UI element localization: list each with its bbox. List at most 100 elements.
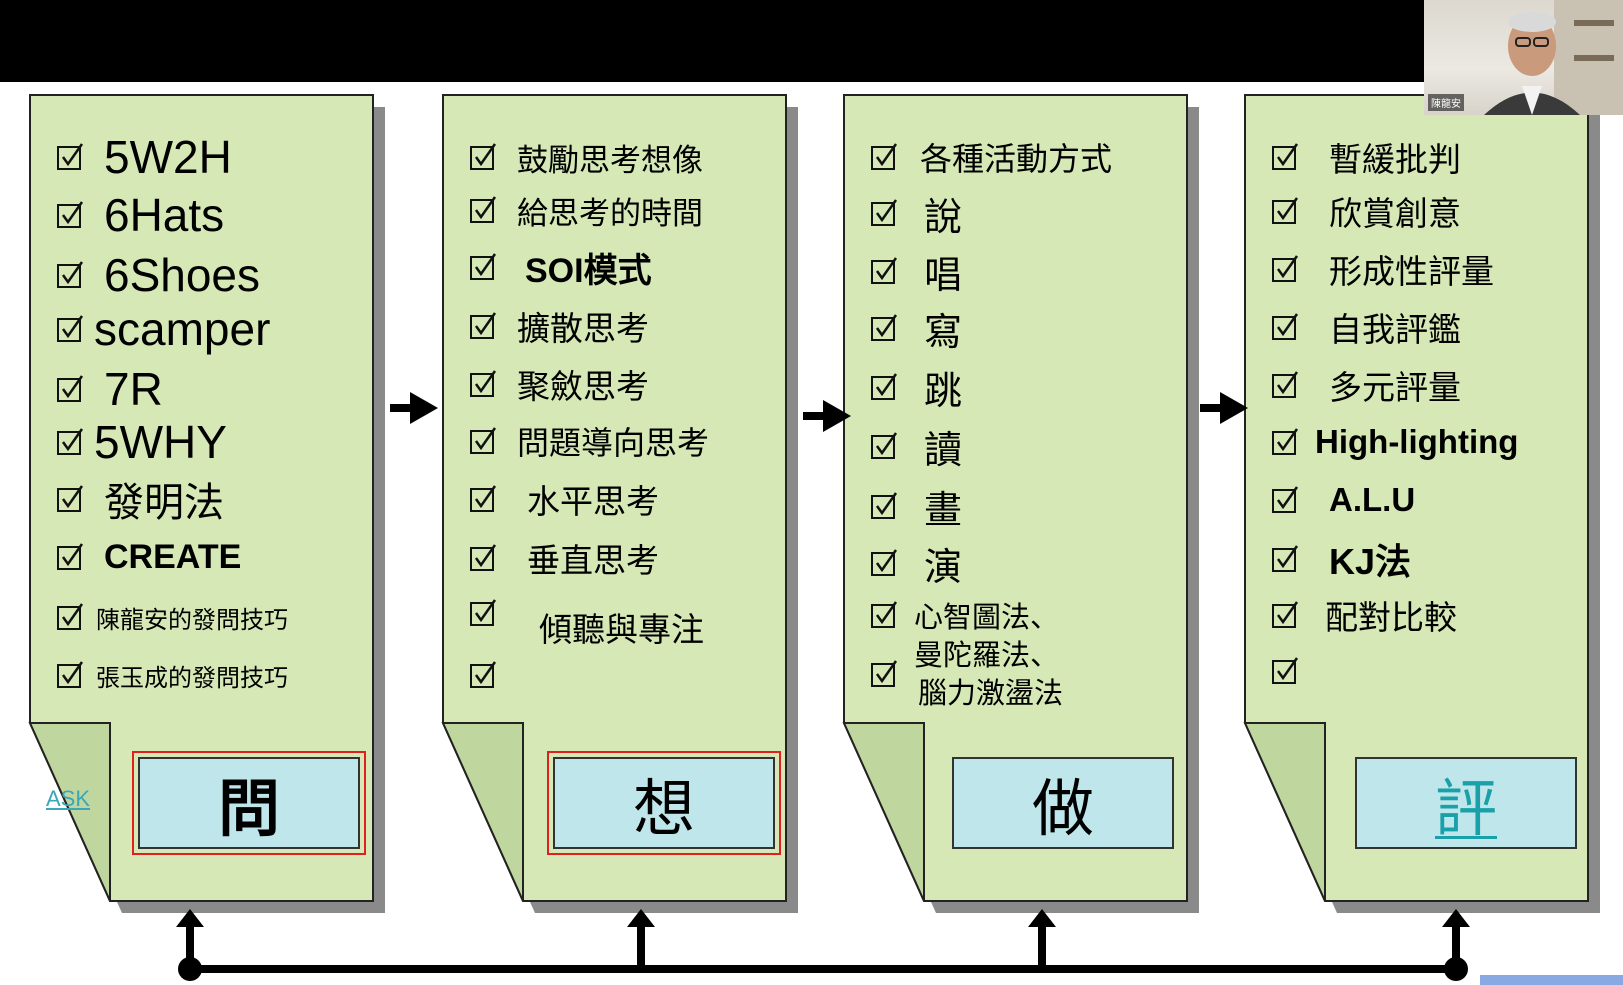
list-item: 配對比較 [1271,595,1457,637]
list-item: 曼陀羅法、 [870,633,1059,673]
checkbox-icon [56,200,86,230]
presenter-avatar [1484,0,1623,115]
big-label-box: 評 [1355,757,1577,849]
checkbox-icon [469,369,499,399]
checkbox-icon [56,260,86,290]
checkbox-icon [870,491,900,521]
panel-ask: 5W2H 6Hats 6Shoes scamper 7R 5WHY 發明法 C [28,94,385,913]
ask-link[interactable]: ASK [46,786,91,811]
item-label: 暫緩批判 [1329,140,1461,179]
checkbox-icon [1271,370,1301,400]
list-item [469,655,517,695]
list-item: 5W2H [56,131,232,183]
item-label: 唱 [924,252,963,297]
list-item: SOI模式 [469,247,652,290]
checkbox-icon [469,484,499,514]
checkbox-icon [870,431,900,461]
big-label-box: 想 [547,751,781,855]
list-item: 問題導向思考 [469,421,710,462]
presenter-name: 陳龍安 [1428,94,1464,111]
list-item: scamper [56,303,270,355]
item-label: 垂直思考 [527,541,659,580]
bottom-connector [176,909,1623,985]
checkbox-icon [56,427,86,457]
panel-evaluate: 暫緩批判 欣賞創意 形成性評量 自我評鑑 多元評量 High-lighting … [1243,94,1600,913]
checkbox-icon [469,598,499,628]
list-item: 說 [870,193,962,239]
list-item: 多元評量 [1271,365,1461,407]
item-label: 擴散思考 [517,309,649,348]
item-label: 跳 [924,368,963,413]
list-item: 各種活動方式 [870,137,1112,178]
panel-background [842,94,1199,913]
item-label: 5W2H [104,131,232,183]
item-label: CREATE [104,537,242,576]
item-label: 自我評鑑 [1329,310,1461,349]
item-label: 5WHY [94,416,227,468]
checkbox-icon [870,198,900,228]
list-item: 腦力激盪法 [918,671,1063,711]
list-item: 水平思考 [469,479,659,521]
checkbox-icon [469,142,499,172]
list-item: 6Shoes [56,249,260,301]
list-item: 畫 [870,486,962,532]
item-label: 發明法 [104,480,224,526]
item-label: 欣賞創意 [1329,194,1461,233]
checkbox-icon [1271,485,1301,515]
item-label: 傾聽與專注 [539,610,704,649]
list-item: 寫 [870,308,962,354]
list-item: 欣賞創意 [1271,191,1461,233]
list-item: 陳龍安的發問技巧 [56,597,288,637]
item-label: 張玉成的發問技巧 [96,663,288,692]
checkbox-icon [870,372,900,402]
checkbox-icon [56,314,86,344]
checkbox-icon [870,256,900,286]
list-item: A.L.U [1271,480,1415,520]
item-label: 畫 [924,487,963,532]
checkbox-icon [1271,196,1301,226]
list-item: 5WHY [56,416,227,468]
item-label: 讀 [924,427,963,472]
checkbox-icon [870,659,900,689]
item-label: 問題導向思考 [517,424,710,462]
checkbox-icon [469,660,499,690]
top-black-bar [0,0,1623,82]
checkbox-icon [1271,656,1301,686]
webcam-thumbnail[interactable]: 陳龍安 [1424,0,1623,115]
arrow-right-icon [1200,392,1248,424]
item-label: 聚斂思考 [517,367,649,406]
checkbox-icon [469,252,499,282]
checkbox-icon [1271,142,1301,172]
arrow-right-icon [803,400,851,432]
item-label: 形成性評量 [1329,252,1494,291]
item-label: 多元評量 [1329,368,1461,407]
panel-background [28,94,385,913]
list-item: 7R [56,363,163,415]
list-item: 6Hats [56,189,224,241]
checkbox-icon [1271,254,1301,284]
list-item [1271,651,1319,691]
list-item: CREATE [56,537,241,577]
checkbox-icon [56,374,86,404]
checkbox-icon [870,313,900,343]
item-label: 腦力激盪法 [918,676,1064,710]
list-item: 暫緩批判 [1271,137,1461,179]
list-item: 傾聽與專注 [469,607,704,649]
checkbox-icon [469,311,499,341]
item-label: 6Hats [104,189,225,241]
big-label: 想 [632,772,695,845]
big-label-box: 做 [952,757,1174,849]
checkbox-icon [1271,600,1301,630]
list-item: 跳 [870,367,962,413]
checkbox-icon [56,602,86,632]
panel-do: 各種活動方式 說 唱 寫 跳 讀 畫 演 [842,94,1199,913]
checkbox-icon [469,426,499,456]
list-item: High-lighting [1271,422,1518,462]
list-item: 鼓勵思考想像 [469,137,703,179]
list-item: 擴散思考 [469,306,649,348]
checkbox-icon [870,548,900,578]
checkbox-icon [1271,427,1301,457]
list-item: 讀 [870,426,962,472]
item-label: High-lighting [1315,423,1519,460]
checkbox-icon [56,660,86,690]
